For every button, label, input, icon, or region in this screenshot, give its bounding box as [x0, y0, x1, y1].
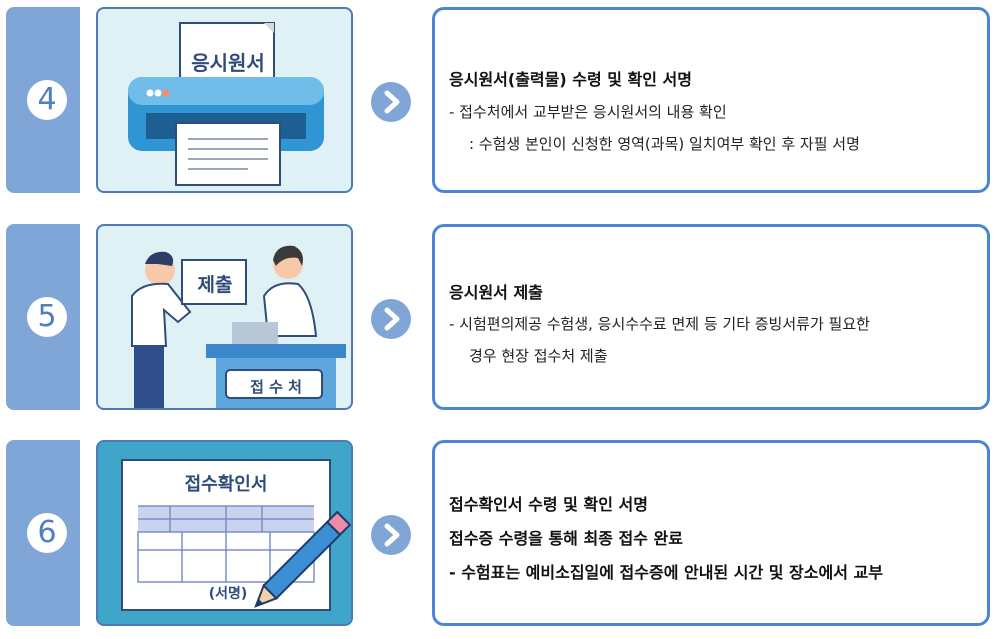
confirmation-illustration: 접수확인서 (서명) — [96, 440, 353, 626]
step-line: - 시험편의제공 수험생, 응시수수료 면제 등 기타 증빙서류가 필요한 — [449, 315, 870, 333]
confirmation-form-label: 접수확인서 — [184, 474, 268, 495]
printer-icon — [128, 22, 324, 186]
step-line: : 수험생 본인이 신청한 영역(과목) 일치여부 확인 후 자필 서명 — [469, 135, 860, 153]
step-description: 접수확인서 수령 및 확인 서명 접수증 수령을 통해 최종 접수 완료 - 수… — [432, 440, 990, 626]
application-form-label: 응시원서 — [191, 51, 265, 75]
step-6: 6 접수확인서 (서명) — [0, 440, 1005, 632]
submission-illustration: 제출 접 수 처 — [96, 224, 353, 410]
arrow-right-icon — [371, 299, 411, 339]
step-title: 접수확인서 수령 및 확인 서명 — [449, 495, 648, 514]
reception-desk-label: 접 수 처 — [250, 378, 302, 396]
step-line: - 접수처에서 교부받은 응시원서의 내용 확인 — [449, 103, 727, 121]
step-number-strip: 4 — [6, 7, 80, 193]
pencil-icon — [254, 510, 351, 608]
arrow-right-icon — [371, 515, 411, 555]
step-title: 응시원서 제출 — [449, 283, 543, 302]
submit-label: 제출 — [197, 274, 233, 296]
step-5: 5 제출 접 수 처 응시원서 제출 - 시험편의제공 수험생, 응시수수료 — [0, 224, 1005, 416]
step-description: 응시원서 제출 - 시험편의제공 수험생, 응시수수료 면제 등 기타 증빙서류… — [432, 224, 990, 410]
step-line: 접수증 수령을 통해 최종 접수 완료 — [449, 529, 683, 548]
step-4: 4 응시원서 응시원서(출력물) 수령 및 확인 서명 - 접수처에서 교부받은… — [0, 7, 1005, 199]
step-number: 4 — [27, 80, 67, 120]
step-number: 5 — [27, 297, 67, 337]
step-description: 응시원서(출력물) 수령 및 확인 서명 - 접수처에서 교부받은 응시원서의 … — [432, 7, 990, 193]
printer-illustration: 응시원서 — [96, 7, 353, 193]
arrow-right-icon — [371, 82, 411, 122]
submission-scene-icon — [131, 245, 346, 408]
step-number-strip: 5 — [6, 224, 80, 410]
step-title: 응시원서(출력물) 수령 및 확인 서명 — [449, 70, 692, 89]
step-number: 6 — [27, 513, 67, 553]
step-line: 경우 현장 접수처 제출 — [469, 347, 608, 365]
step-line: - 수험표는 예비소집일에 접수증에 안내된 시간 및 장소에서 교부 — [449, 563, 883, 582]
step-number-strip: 6 — [6, 440, 80, 626]
signature-label: (서명) — [208, 586, 248, 602]
confirmation-form-icon — [121, 459, 351, 611]
